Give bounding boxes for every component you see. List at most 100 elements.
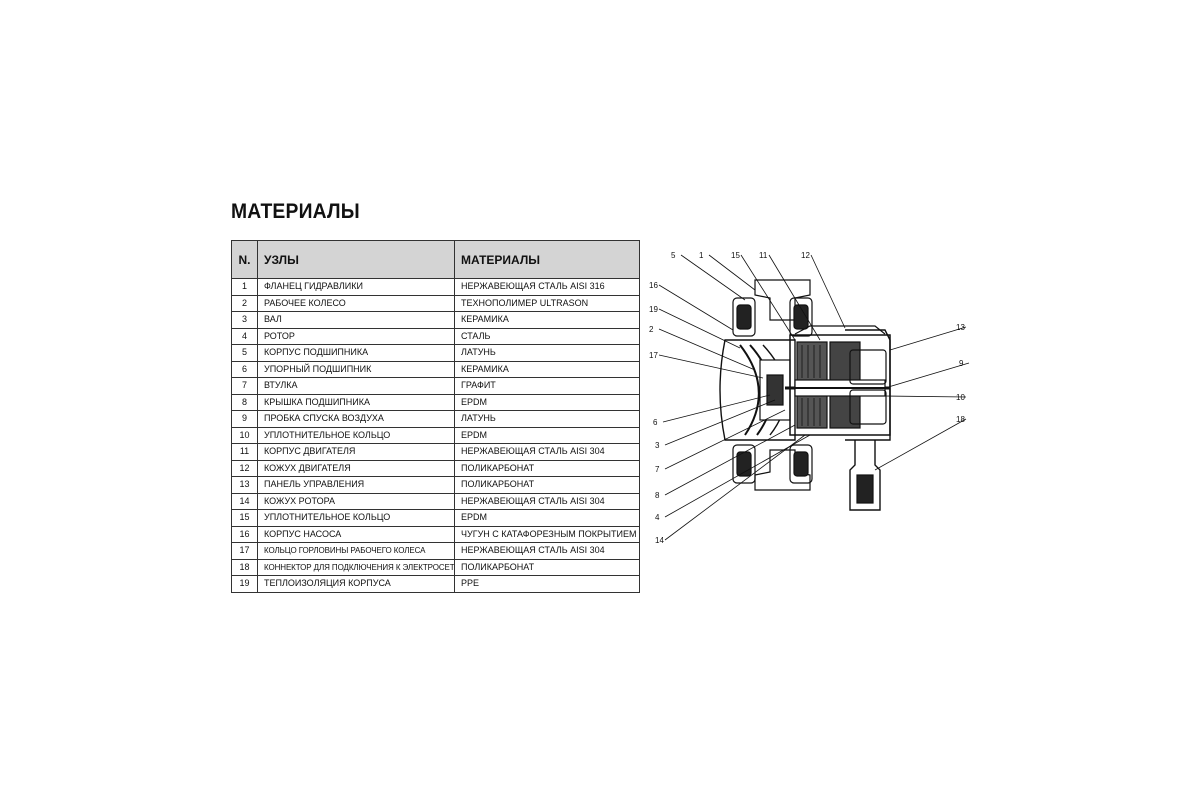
row-part: КОРПУС ПОДШИПНИКА bbox=[257, 344, 455, 362]
row-number: 10 bbox=[231, 426, 258, 444]
callout-label: 16 bbox=[649, 281, 658, 290]
callout-leader-line bbox=[658, 284, 734, 331]
row-material: ПОЛИКАРБОНАТ bbox=[454, 459, 640, 477]
row-number: 8 bbox=[231, 393, 258, 411]
row-number: 9 bbox=[231, 410, 258, 428]
row-part: КОННЕКТОР ДЛЯ ПОДКЛЮЧЕНИЯ К ЭЛЕКТРОСЕТИ bbox=[257, 558, 455, 576]
row-material: ЛАТУНЬ bbox=[454, 410, 640, 428]
callout-label: 9 bbox=[959, 359, 964, 368]
row-number: 15 bbox=[231, 509, 258, 527]
callout-leader-line bbox=[664, 399, 776, 446]
row-number: 7 bbox=[231, 377, 258, 395]
callout-leader-line bbox=[810, 254, 846, 329]
row-material: ПОЛИКАРБОНАТ bbox=[454, 558, 640, 576]
row-part: РОТОР bbox=[257, 327, 455, 345]
row-material: СТАЛЬ bbox=[454, 327, 640, 345]
callout-label: 1 bbox=[699, 251, 704, 260]
callout-leader-line bbox=[889, 326, 967, 351]
callout-leader-line bbox=[768, 254, 821, 341]
row-number: 6 bbox=[231, 360, 258, 378]
row-number: 14 bbox=[231, 492, 258, 510]
row-number: 4 bbox=[231, 327, 258, 345]
callout-label: 14 bbox=[655, 536, 664, 545]
row-material: НЕРЖАВЕЮЩАЯ СТАЛЬ AISI 316 bbox=[454, 278, 640, 296]
callout-leader-line bbox=[680, 254, 746, 301]
header-part: УЗЛЫ bbox=[257, 240, 455, 279]
row-material: PPE bbox=[454, 575, 640, 593]
row-part: КОРПУС ДВИГАТЕЛЯ bbox=[257, 443, 455, 461]
callout-label: 15 bbox=[731, 251, 740, 260]
callout-label: 5 bbox=[671, 251, 676, 260]
callout-leader-line bbox=[664, 434, 811, 518]
callout-label: 2 bbox=[649, 325, 654, 334]
callout-label: 7 bbox=[655, 465, 660, 474]
callout-label: 8 bbox=[655, 491, 660, 500]
row-part: ПРОБКА СПУСКА ВОЗДУХА bbox=[257, 410, 455, 428]
row-number: 19 bbox=[231, 575, 258, 593]
row-part: КОРПУС НАСОСА bbox=[257, 525, 455, 543]
row-material: EPDM bbox=[454, 509, 640, 527]
row-number: 17 bbox=[231, 542, 258, 560]
row-number: 2 bbox=[231, 294, 258, 312]
callout-label: 18 bbox=[956, 415, 965, 424]
row-number: 12 bbox=[231, 459, 258, 477]
callout-leader-line bbox=[884, 362, 970, 389]
callout-label: 3 bbox=[655, 441, 660, 450]
row-part: УПОРНЫЙ ПОДШИПНИК bbox=[257, 360, 455, 378]
callout-leader-line bbox=[708, 254, 756, 291]
callout-leader-line bbox=[664, 424, 796, 496]
row-material: ПОЛИКАРБОНАТ bbox=[454, 476, 640, 494]
callout-label: 13 bbox=[956, 323, 965, 332]
callout-leader-line bbox=[662, 394, 771, 423]
row-material: EPDM bbox=[454, 426, 640, 444]
row-part: ВАЛ bbox=[257, 311, 455, 329]
callout-leader-line bbox=[874, 418, 967, 471]
callout-label: 10 bbox=[956, 393, 965, 402]
header-number: N. bbox=[231, 240, 258, 279]
callout-label: 17 bbox=[649, 351, 658, 360]
callout-label: 19 bbox=[649, 305, 658, 314]
row-part: ВТУЛКА bbox=[257, 377, 455, 395]
row-part: УПЛОТНИТЕЛЬНОЕ КОЛЬЦО bbox=[257, 509, 455, 527]
row-part: УПЛОТНИТЕЛЬНОЕ КОЛЬЦО bbox=[257, 426, 455, 444]
row-material: ГРАФИТ bbox=[454, 377, 640, 395]
callout-leader-line bbox=[664, 409, 786, 470]
callout-label: 11 bbox=[759, 251, 768, 260]
row-number: 18 bbox=[231, 558, 258, 576]
row-material: ТЕХНОПОЛИМЕР ULTRASON bbox=[454, 294, 640, 312]
callout-leader-line bbox=[658, 354, 764, 379]
callout-label: 12 bbox=[801, 251, 810, 260]
row-material: НЕРЖАВЕЮЩАЯ СТАЛЬ AISI 304 bbox=[454, 443, 640, 461]
row-material: EPDM bbox=[454, 393, 640, 411]
row-part: КРЫШКА ПОДШИПНИКА bbox=[257, 393, 455, 411]
callout-label: 4 bbox=[655, 513, 660, 522]
row-number: 13 bbox=[231, 476, 258, 494]
row-material: НЕРЖАВЕЮЩАЯ СТАЛЬ AISI 304 bbox=[454, 492, 640, 510]
callout-leader-line bbox=[658, 328, 756, 371]
row-part: ТЕПЛОИЗОЛЯЦИЯ КОРПУСА bbox=[257, 575, 455, 593]
row-part: ПАНЕЛЬ УПРАВЛЕНИЯ bbox=[257, 476, 455, 494]
row-part: КОЖУХ РОТОРА bbox=[257, 492, 455, 510]
table-header-row: N. УЗЛЫ МАТЕРИАЛЫ bbox=[231, 240, 640, 279]
callout-leader-line bbox=[658, 308, 741, 349]
row-material: КЕРАМИКА bbox=[454, 311, 640, 329]
